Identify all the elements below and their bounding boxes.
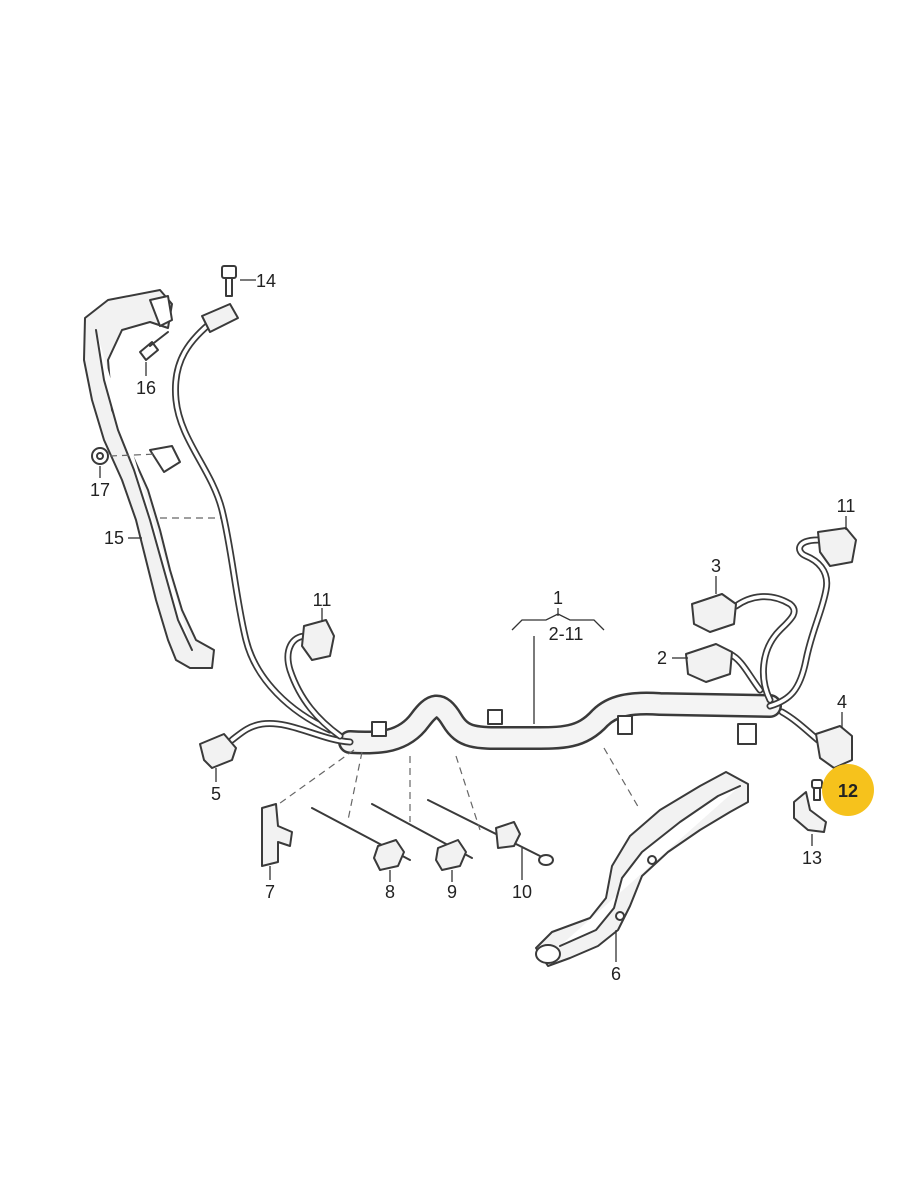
bracket-13 xyxy=(793,791,827,833)
upper-wire xyxy=(171,303,334,734)
harness-guide-15 xyxy=(83,289,226,669)
screw-14 xyxy=(221,265,256,297)
callout-17: 17 xyxy=(90,480,110,500)
bolt-16 xyxy=(139,331,169,376)
callout-11-right: 11 xyxy=(837,496,856,516)
harness-channel-6 xyxy=(535,771,749,967)
dashed-leaders xyxy=(275,747,641,831)
cable-tie-8 xyxy=(311,807,411,871)
highlight-circle xyxy=(822,764,874,816)
callout-16: 16 xyxy=(136,378,156,398)
branch-right xyxy=(685,527,857,769)
callout-1: 1 xyxy=(553,588,563,608)
callout-5: 5 xyxy=(211,784,221,804)
callout-12: 12 xyxy=(838,781,858,801)
bracket-7 xyxy=(261,803,293,867)
callout-10: 10 xyxy=(512,882,532,902)
branch-11-left xyxy=(284,619,344,740)
callout-3: 3 xyxy=(711,556,721,576)
callout-4: 4 xyxy=(837,692,847,712)
nut-17 xyxy=(91,447,159,478)
callout-2: 2 xyxy=(657,648,667,668)
cable-tie-10 xyxy=(427,799,554,866)
callout-13: 13 xyxy=(802,848,822,868)
callout-7: 7 xyxy=(265,882,275,902)
cable-tie-9 xyxy=(371,803,473,871)
main-harness-1 xyxy=(338,691,782,755)
branch-5 xyxy=(199,719,354,769)
callout-14: 14 xyxy=(256,271,276,291)
callout-2-11: 2-11 xyxy=(549,624,584,644)
callout-15: 15 xyxy=(104,528,124,548)
callout-9: 9 xyxy=(447,882,457,902)
callout-8: 8 xyxy=(385,882,395,902)
callout-labels: 1 2-11 2 3 4 5 6 7 8 9 10 11 11 12 13 14… xyxy=(90,271,858,984)
callout-11-left: 11 xyxy=(313,590,332,610)
callout-6: 6 xyxy=(611,964,621,984)
callout-leaders xyxy=(128,516,847,962)
